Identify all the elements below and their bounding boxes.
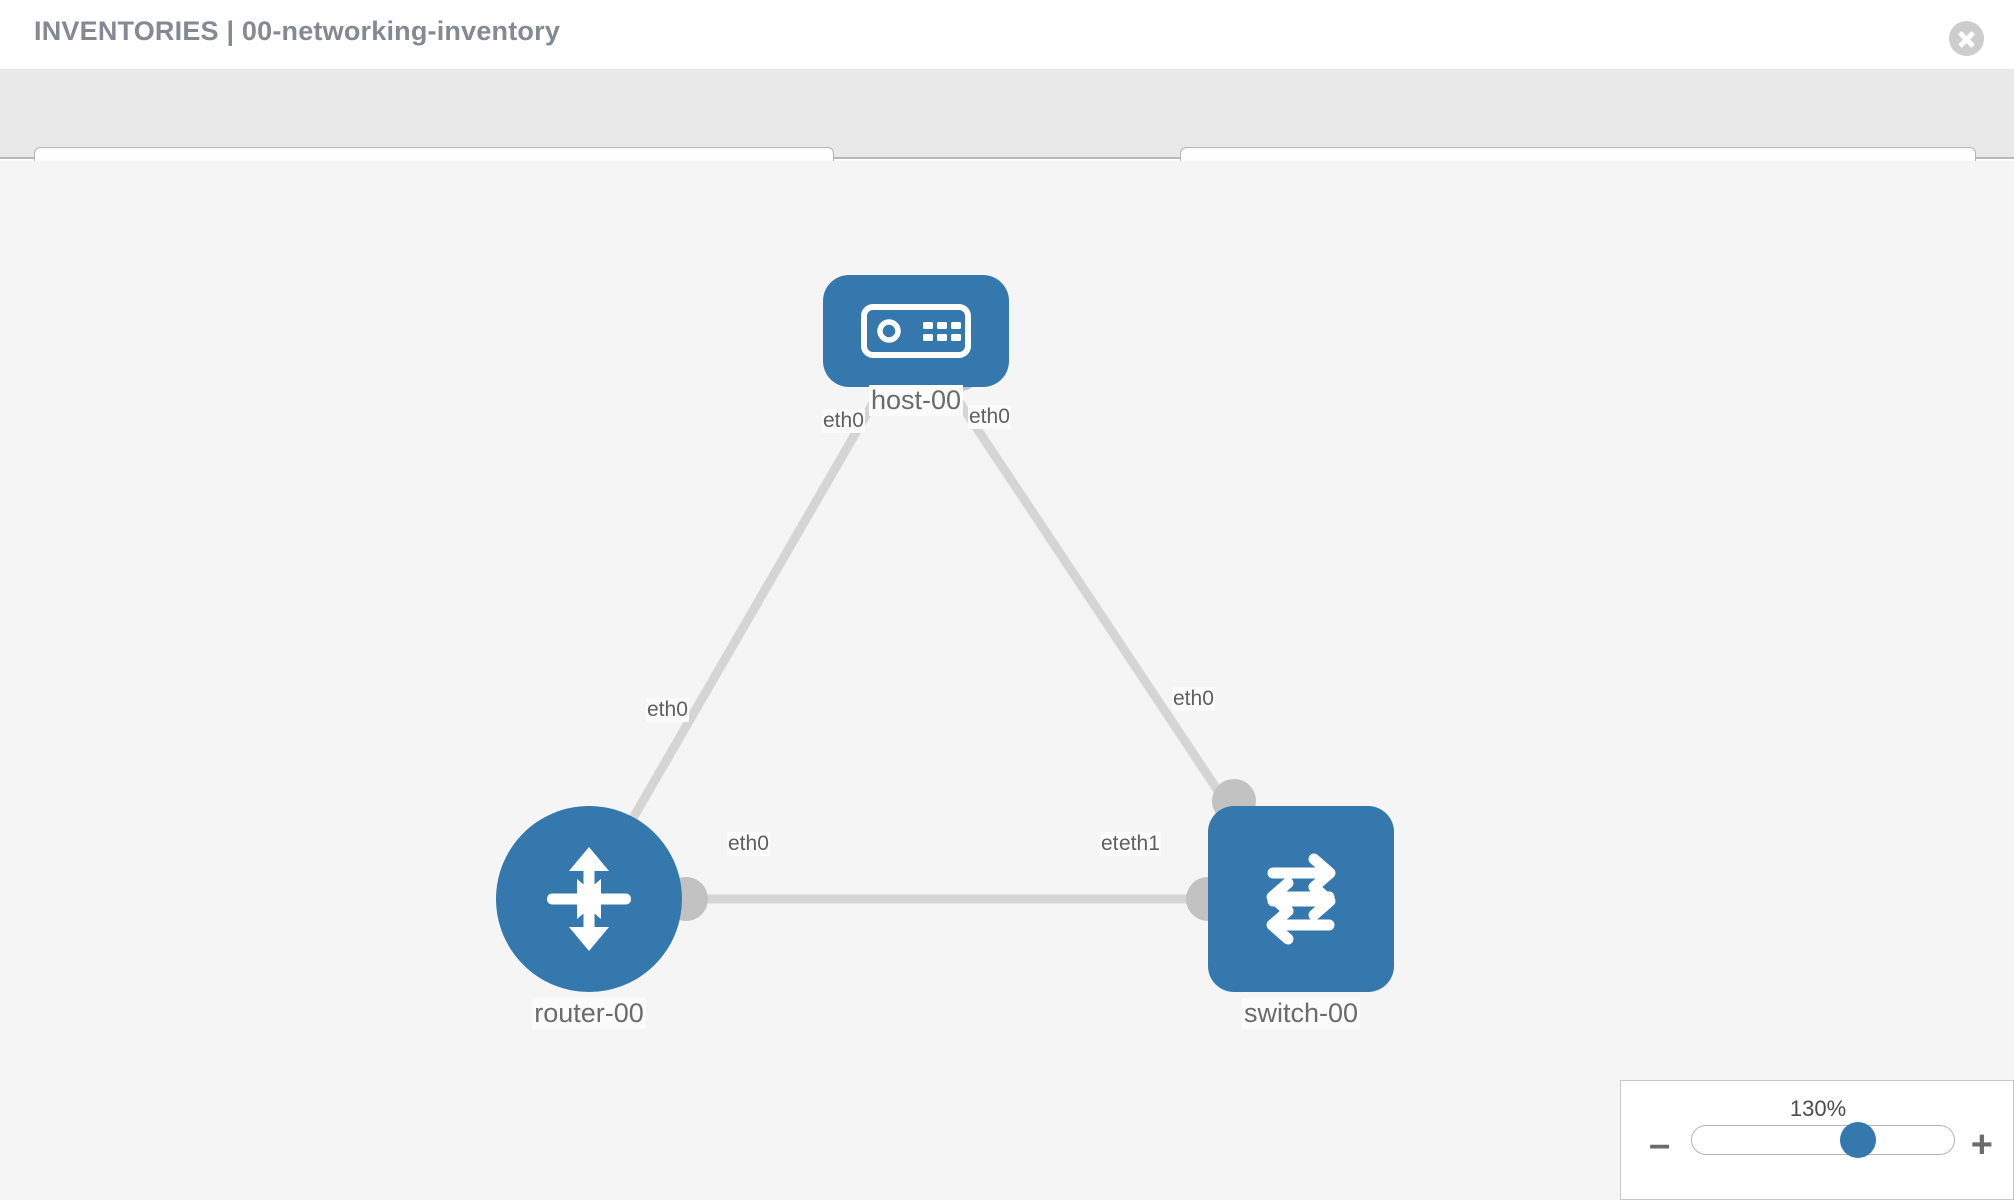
edge-label-host-right: eth0 — [968, 405, 1011, 429]
edge-label-router-up: eth0 — [646, 698, 689, 722]
close-icon[interactable] — [1949, 21, 1984, 56]
link-router-host — [609, 386, 885, 856]
link-host-switch — [947, 386, 1263, 856]
page-title: INVENTORIES | 00-networking-inventory — [34, 16, 561, 46]
server-icon[interactable] — [823, 275, 1009, 387]
zoom-slider[interactable] — [1691, 1122, 1955, 1158]
topology-node-label-router: router-00 — [532, 998, 646, 1029]
zoom-slider-thumb[interactable] — [1840, 1122, 1876, 1158]
topology-node-router[interactable]: router-00 — [496, 806, 682, 1029]
topology-canvas[interactable]: host-00 — [0, 161, 2014, 1200]
topology-node-switch[interactable]: switch-00 — [1208, 806, 1394, 1029]
zoom-out-button[interactable]: – — [1649, 1124, 1671, 1166]
edge-label-router-right: eth0 — [727, 832, 770, 856]
edge-label-switch-up: eth0 — [1172, 687, 1215, 711]
topology-node-label-switch: switch-00 — [1241, 998, 1361, 1029]
edge-label-switch-left-b: eth1 — [1118, 832, 1161, 856]
router-arrows-icon[interactable] — [496, 806, 682, 992]
topology-node-host[interactable]: host-00 — [823, 275, 1009, 416]
zoom-control: 130% – + — [1620, 1080, 2014, 1200]
edge-label-host-left: eth0 — [822, 409, 865, 433]
topology-node-label-host: host-00 — [868, 385, 964, 416]
toolbar: ACTIONS — [0, 69, 2014, 203]
switch-arrows-icon[interactable] — [1208, 806, 1394, 992]
zoom-in-button[interactable]: + — [1970, 1124, 1993, 1166]
zoom-percent-label: 130% — [1789, 1096, 1847, 1121]
page-header: INVENTORIES | 00-networking-inventory — [0, 0, 2014, 69]
topology-links — [609, 386, 1263, 904]
